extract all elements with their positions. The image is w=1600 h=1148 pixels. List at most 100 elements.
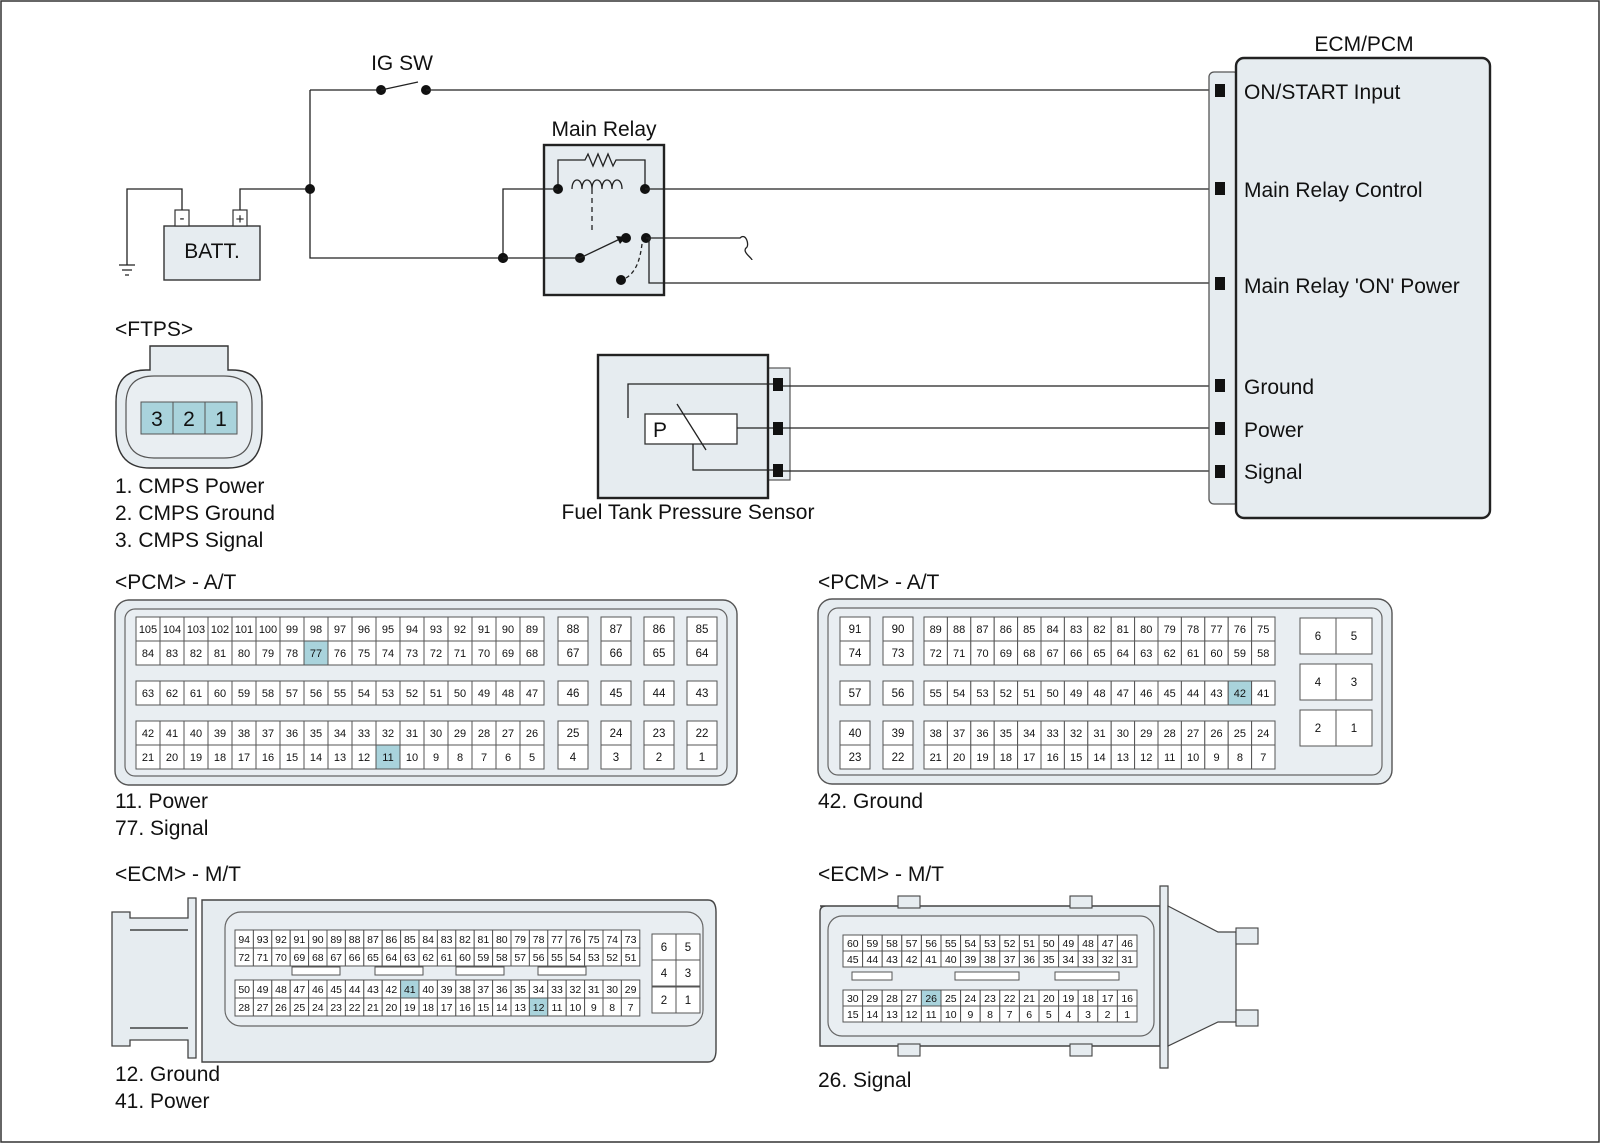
pin-number: 30 — [606, 984, 618, 996]
pin-number: 82 — [1093, 624, 1105, 636]
pin-number: 97 — [334, 624, 346, 636]
pin-number: 76 — [334, 648, 346, 660]
pin-number: 84 — [422, 934, 434, 946]
pin-number: 38 — [930, 728, 942, 740]
pin-number: 24 — [312, 1002, 324, 1014]
pin-number: 14 — [310, 752, 322, 764]
pin-number: 37 — [1004, 954, 1016, 966]
pin-number: 2 — [656, 752, 662, 764]
pin-number: 16 — [262, 752, 274, 764]
pin-number: 15 — [847, 1009, 859, 1021]
pin-number: 80 — [1140, 624, 1152, 636]
pin-number: 67 — [330, 952, 342, 964]
pin-number: 7 — [1260, 752, 1266, 764]
pin-number: 42 — [142, 728, 154, 740]
pin-number: 63 — [404, 952, 416, 964]
pin-number: 3 — [1351, 677, 1357, 689]
pin-number: 81 — [1117, 624, 1129, 636]
pin-cell — [351, 616, 377, 642]
pin-cell — [1299, 617, 1337, 655]
pin-number: 25 — [294, 1002, 306, 1014]
pin-number: 82 — [459, 934, 471, 946]
pin-number: 16 — [1047, 752, 1059, 764]
pin-number: 31 — [1093, 728, 1105, 740]
pin-cell — [159, 680, 185, 706]
pin-number: 9 — [591, 1002, 597, 1014]
battery-feed-wire — [309, 90, 503, 259]
pin-number: 72 — [430, 648, 442, 660]
pin-number: 57 — [849, 688, 862, 700]
pin-number: 83 — [166, 648, 178, 660]
pin-number: 103 — [187, 624, 205, 636]
pin-cell — [651, 986, 677, 1014]
pin-cell — [495, 640, 521, 666]
ftps-pin: 1 — [215, 408, 227, 431]
pin-number: 63 — [1140, 648, 1152, 660]
pin-number: 31 — [588, 984, 600, 996]
pin-cell — [327, 640, 353, 666]
pin-number: 39 — [441, 984, 453, 996]
pin-cell — [423, 680, 449, 706]
pin-number: 89 — [330, 934, 342, 946]
pin-number: 35 — [1000, 728, 1012, 740]
pin-number: 49 — [478, 688, 490, 700]
ftps-legend: 3. CMPS Signal — [115, 529, 263, 552]
pin-cell — [686, 744, 718, 770]
pin-cell — [600, 744, 632, 770]
pin-cell — [1251, 680, 1276, 706]
pin-number: 17 — [238, 752, 250, 764]
pin-number: 40 — [422, 984, 434, 996]
pin-number: 20 — [166, 752, 178, 764]
pin-cell — [651, 959, 677, 987]
main-relay: Main Relay — [542, 118, 1220, 297]
pin-number: 41 — [166, 728, 178, 740]
key-slot — [455, 966, 505, 976]
pin-number: 30 — [847, 993, 859, 1005]
pin-number: 46 — [312, 984, 324, 996]
pin-number: 27 — [257, 1002, 269, 1014]
pin-number: 74 — [382, 648, 394, 660]
pin-number: 45 — [1164, 688, 1176, 700]
pin-number: 69 — [1000, 648, 1012, 660]
pin-number: 96 — [358, 624, 370, 636]
pin-number: 2 — [661, 995, 667, 1007]
pin-cell — [675, 959, 701, 987]
pin-cell — [351, 680, 377, 706]
pin-cell — [471, 616, 497, 642]
pin-cell — [447, 680, 473, 706]
pin-number: 15 — [286, 752, 298, 764]
pin-number: 51 — [625, 952, 637, 964]
pin-number: 8 — [1237, 752, 1243, 764]
pin-cell — [375, 640, 401, 666]
pin-number: 21 — [367, 1002, 379, 1014]
pin-number: 58 — [262, 688, 274, 700]
pin-cell — [882, 720, 914, 746]
main-relay-box — [542, 143, 666, 297]
pin-number: 77 — [551, 934, 563, 946]
ig-switch: IG SW — [310, 52, 1220, 95]
pin-number: 56 — [310, 688, 322, 700]
pin-number: 7 — [1007, 1009, 1013, 1021]
pin-number: 51 — [1023, 938, 1035, 950]
pin-cell — [557, 744, 589, 770]
pin-number: 14 — [867, 1009, 879, 1021]
pin-number: 6 — [661, 942, 667, 954]
pin-number: 25 — [1234, 728, 1246, 740]
pin-number: 76 — [1234, 624, 1246, 636]
pin-cell — [279, 680, 305, 706]
pin-number: 3 — [613, 752, 619, 764]
battery-body — [163, 225, 261, 281]
pin-number: 45 — [610, 688, 623, 700]
pin-number: 34 — [334, 728, 346, 740]
pin-number: 83 — [1070, 624, 1082, 636]
pin-number: 81 — [478, 934, 490, 946]
pin-number: 33 — [1082, 954, 1094, 966]
pin-number: 105 — [139, 624, 157, 636]
pin-cell — [279, 616, 305, 642]
pin-number: 62 — [166, 688, 178, 700]
pin-number: 64 — [1117, 648, 1129, 660]
pin-number: 75 — [1257, 624, 1269, 636]
pin-number: 19 — [1063, 993, 1075, 1005]
pin-cell — [600, 680, 632, 706]
